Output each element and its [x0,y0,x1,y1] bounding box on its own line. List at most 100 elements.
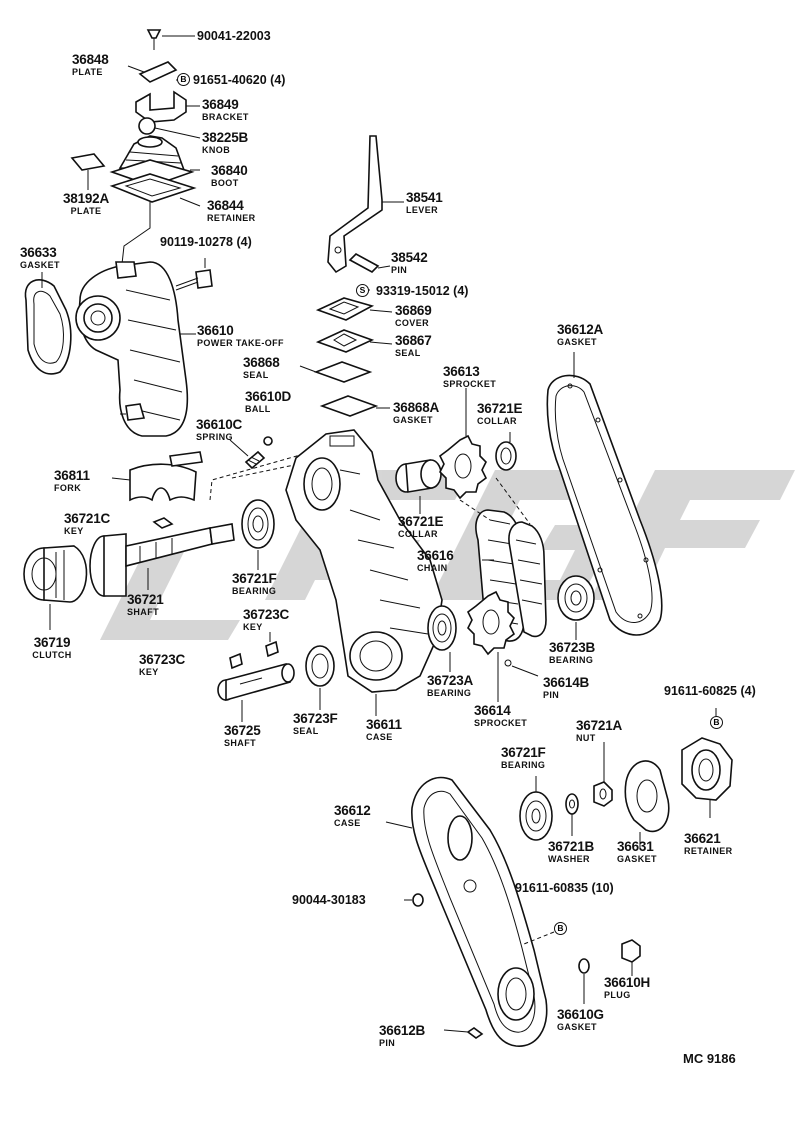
case-36611-shape [285,429,443,716]
fastener-mark-icon: B [177,73,190,86]
pin-36612b-shape [443,1027,484,1039]
screw-90041-shape [146,29,195,50]
case-36612-shape [385,776,548,1047]
fastener-mark-icon: B [710,716,723,729]
washer-36721b-shape [565,793,579,836]
pin-38542-shape [348,253,391,273]
fastener-label: 91611-60825 (4) [664,684,756,698]
fork-36811-shape [111,451,203,502]
plate-38192a-shape [70,153,106,190]
cover-36869-shape [315,297,393,321]
sprocket-36613-shape [438,388,488,500]
shaft-36725-shape [217,663,295,722]
gasket-36631-shape [624,760,670,848]
nut-36721a-shape [593,742,613,807]
bearing-36721f-shape [241,499,275,570]
gasket-36868a-shape [319,395,390,417]
gasket-36633-shape [24,272,72,375]
fastener-label: 90041-22003 [197,29,271,43]
guide-dashed-line [209,449,319,501]
retainer-36844-shape [109,173,201,207]
shaft-36721-shape [89,523,235,597]
sprocket-36614-shape [466,590,539,702]
fastener-label: 90044-30183 [292,893,366,907]
retainer-36621-shape [681,737,733,818]
fastener-label: 93319-15012 (4) [376,284,469,298]
bolt-guide-line [523,931,555,945]
bearing-36723b-shape [557,575,595,640]
boot-36840-shape [109,135,200,187]
fastener-label: 91651-40620 (4) [193,73,286,87]
power-take-off-36610-shape [75,261,196,437]
gasket-36610g-shape [578,958,590,1004]
fastener-mark-icon: B [554,922,567,935]
fastener-label: 90119-10278 (4) [160,235,252,249]
diagram-code: MC 9186 [683,1051,736,1066]
plug-36610h-shape [621,939,641,976]
seal-36723f-shape [305,645,335,710]
collar-36721e-right-shape [495,432,517,471]
fastener-mark-icon: S [356,284,369,297]
bearing-36721f-lower-shape [519,776,553,841]
key-36723c-shape [265,640,279,658]
collar-36721e-shape [395,459,442,514]
bearing-36723a-shape [427,605,457,672]
gasket-36612a-shape [546,352,663,636]
seal-36867-shape [315,329,393,353]
clutch-36719-shape [23,545,88,630]
seal-36868-shape [299,361,373,383]
lever-38541-shape [327,135,404,274]
fastener-label: 91611-60835 (10) [515,881,614,895]
bolt-90119-shape [175,258,213,291]
ball-spring-shape [229,436,273,470]
key-36721c-shape [152,517,174,529]
knob-38225b-shape [138,117,201,139]
shift-rod-line [121,202,151,265]
washer-90044-shape [404,893,424,907]
